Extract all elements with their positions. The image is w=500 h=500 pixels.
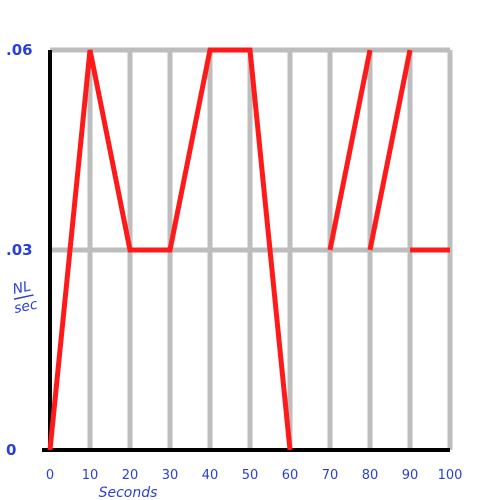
series-segment-1 bbox=[47, 47, 293, 451]
y-axis-title-numerator: NL bbox=[11, 278, 32, 297]
x-tick-label: 60 bbox=[282, 468, 299, 483]
x-tick-label: 10 bbox=[82, 468, 99, 483]
y-axis-title-fraction-bar bbox=[13, 294, 34, 300]
x-tick-label: 100 bbox=[438, 468, 463, 483]
x-tick-label: 50 bbox=[242, 468, 259, 483]
series-segment-2 bbox=[327, 49, 373, 251]
x-tick-label: 80 bbox=[362, 468, 379, 483]
x-tick-label: 0 bbox=[46, 468, 54, 483]
axes bbox=[42, 50, 450, 452]
y-tick-labels: 0 .03 .06 bbox=[6, 41, 33, 459]
x-tick-labels: 0 10 20 30 40 50 60 70 80 90 100 bbox=[46, 468, 463, 483]
series-segment-3 bbox=[367, 49, 413, 251]
y-axis-title-denominator: sec bbox=[13, 296, 40, 317]
x-tick-label: 70 bbox=[322, 468, 339, 483]
x-axis-title: Seconds bbox=[99, 485, 158, 500]
y-tick-label: 0 bbox=[6, 441, 16, 459]
y-tick-label: .06 bbox=[6, 41, 33, 59]
grid-lines bbox=[50, 47, 453, 450]
x-tick-label: 40 bbox=[202, 468, 219, 483]
y-tick-label: .03 bbox=[6, 241, 33, 259]
x-tick-label: 90 bbox=[402, 468, 419, 483]
x-tick-label: 20 bbox=[122, 468, 139, 483]
x-tick-label: 30 bbox=[162, 468, 179, 483]
y-axis-title: NL sec bbox=[11, 278, 40, 317]
data-series bbox=[47, 47, 450, 451]
